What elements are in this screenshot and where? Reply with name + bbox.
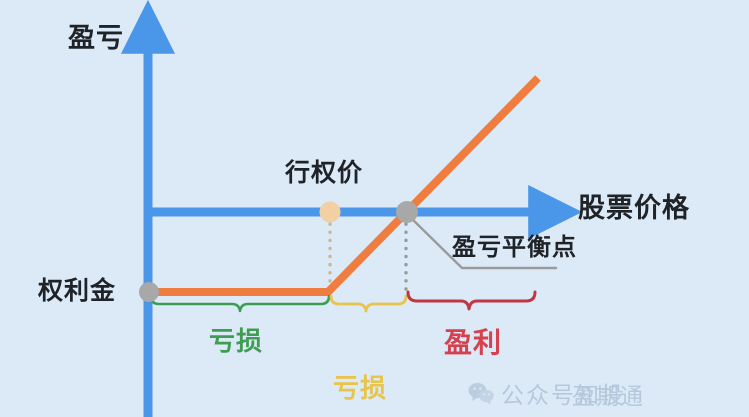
x-axis-label: 股票价格 bbox=[578, 193, 690, 223]
payoff-line bbox=[150, 75, 541, 296]
premium-label: 权利金 bbox=[38, 277, 117, 305]
premium-marker-dot bbox=[139, 282, 159, 302]
strike-price-label: 行权价 bbox=[285, 159, 364, 187]
profit-brace bbox=[406, 290, 537, 311]
y-axis-label: 盈亏 bbox=[68, 23, 124, 53]
breakeven-marker-dot bbox=[396, 201, 418, 223]
loss-brace bbox=[149, 294, 331, 313]
breakeven-point-label: 盈亏平衡点 bbox=[452, 234, 577, 261]
strike-price-marker-dot bbox=[319, 201, 341, 223]
watermark-text: 公众号知投 bbox=[501, 382, 626, 408]
wechat-icon bbox=[468, 382, 494, 404]
loss-reducing-region-label: 亏损 减少 bbox=[333, 320, 387, 417]
watermark-brand: 盈期通 bbox=[572, 383, 644, 409]
loss-reducing-brace bbox=[329, 294, 408, 313]
loss-region-label: 亏损 bbox=[209, 326, 264, 356]
profit-region-label: 盈利 bbox=[444, 327, 503, 358]
loss-reducing-region-label-line1: 亏损 bbox=[333, 372, 388, 403]
watermark: 公众号知投 盈期通 bbox=[468, 376, 643, 410]
breakeven-leader-line bbox=[407, 214, 558, 270]
